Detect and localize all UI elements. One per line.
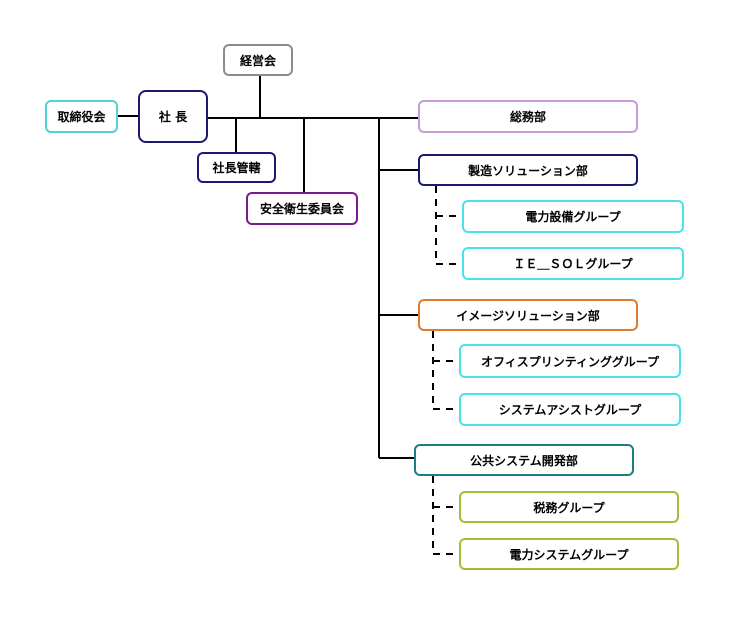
node-shacho: 社 長 <box>138 90 208 143</box>
node-somubu-label: 総務部 <box>509 110 546 124</box>
node-denryoku-system-label: 電力システムグループ <box>509 547 629 562</box>
node-zeimu-label: 税務グループ <box>533 500 605 515</box>
node-torishimariyakukai-label: 取締役会 <box>57 110 106 124</box>
node-keieikai-label: 経営会 <box>239 53 276 68</box>
node-keieikai: 経営会 <box>223 44 293 76</box>
node-ie-sol: ＩＥ＿ＳＯＬグループ <box>462 247 684 280</box>
node-system-assist: システムアシストグループ <box>459 393 681 426</box>
node-kokyo-system: 公共システム開発部 <box>414 444 634 476</box>
node-system-assist-label: システムアシストグループ <box>498 403 642 417</box>
node-seizo-solution: 製造ソリューション部 <box>418 154 638 186</box>
node-anzen-eisei-label: 安全衛生委員会 <box>259 202 344 216</box>
node-denryoku-system: 電力システムグループ <box>459 538 679 570</box>
node-torishimariyakukai: 取締役会 <box>45 100 118 133</box>
node-kokyo-system-label: 公共システム開発部 <box>470 453 578 468</box>
node-image-solution-label: イメージソリューション部 <box>456 308 600 323</box>
node-shacho-kankatsu-label: 社長管轄 <box>212 161 261 175</box>
node-shacho-kankatsu: 社長管轄 <box>197 152 276 183</box>
node-office-printing-label: オフィスプリンティンググループ <box>480 354 660 369</box>
node-seizo-solution-label: 製造ソリューション部 <box>468 163 588 178</box>
node-ie-sol-label: ＩＥ＿ＳＯＬグループ <box>513 257 633 271</box>
node-anzen-eisei: 安全衛生委員会 <box>246 192 358 225</box>
node-image-solution: イメージソリューション部 <box>418 299 638 331</box>
node-somubu: 総務部 <box>418 100 638 133</box>
node-denryoku-setsubi: 電力設備グループ <box>462 200 684 233</box>
node-shacho-label: 社 長 <box>158 110 188 124</box>
node-office-printing: オフィスプリンティンググループ <box>459 344 681 378</box>
node-zeimu: 税務グループ <box>459 491 679 523</box>
node-denryoku-setsubi-label: 電力設備グループ <box>525 210 621 224</box>
